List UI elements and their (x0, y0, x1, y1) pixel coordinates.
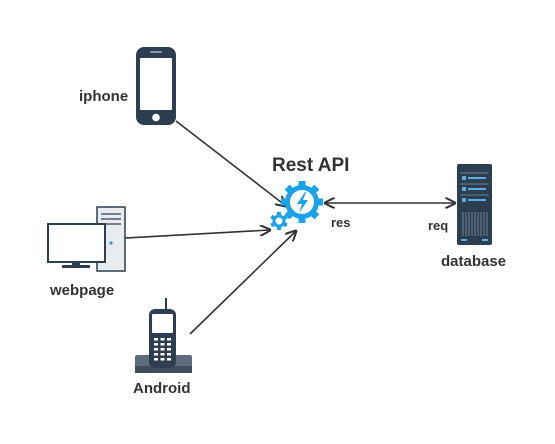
android-label: Android (133, 380, 191, 397)
database-label: database (441, 253, 507, 270)
iphone-label: iphone (79, 88, 129, 105)
edge-label-req: req (428, 218, 449, 233)
gear-lightning-icon (270, 181, 323, 230)
webpage-label: webpage (50, 282, 115, 299)
edge-label-res: res (331, 215, 351, 230)
smartphone-icon (136, 47, 176, 125)
api-title: Rest API (272, 155, 350, 176)
mobile-phone-icon (135, 298, 192, 373)
edge-webpage-to-api (124, 230, 270, 239)
edge-iphone-to-api (175, 120, 286, 206)
desktop-computer-icon (47, 206, 126, 272)
server-rack-icon (457, 164, 492, 245)
edge-android-to-api (189, 231, 296, 335)
